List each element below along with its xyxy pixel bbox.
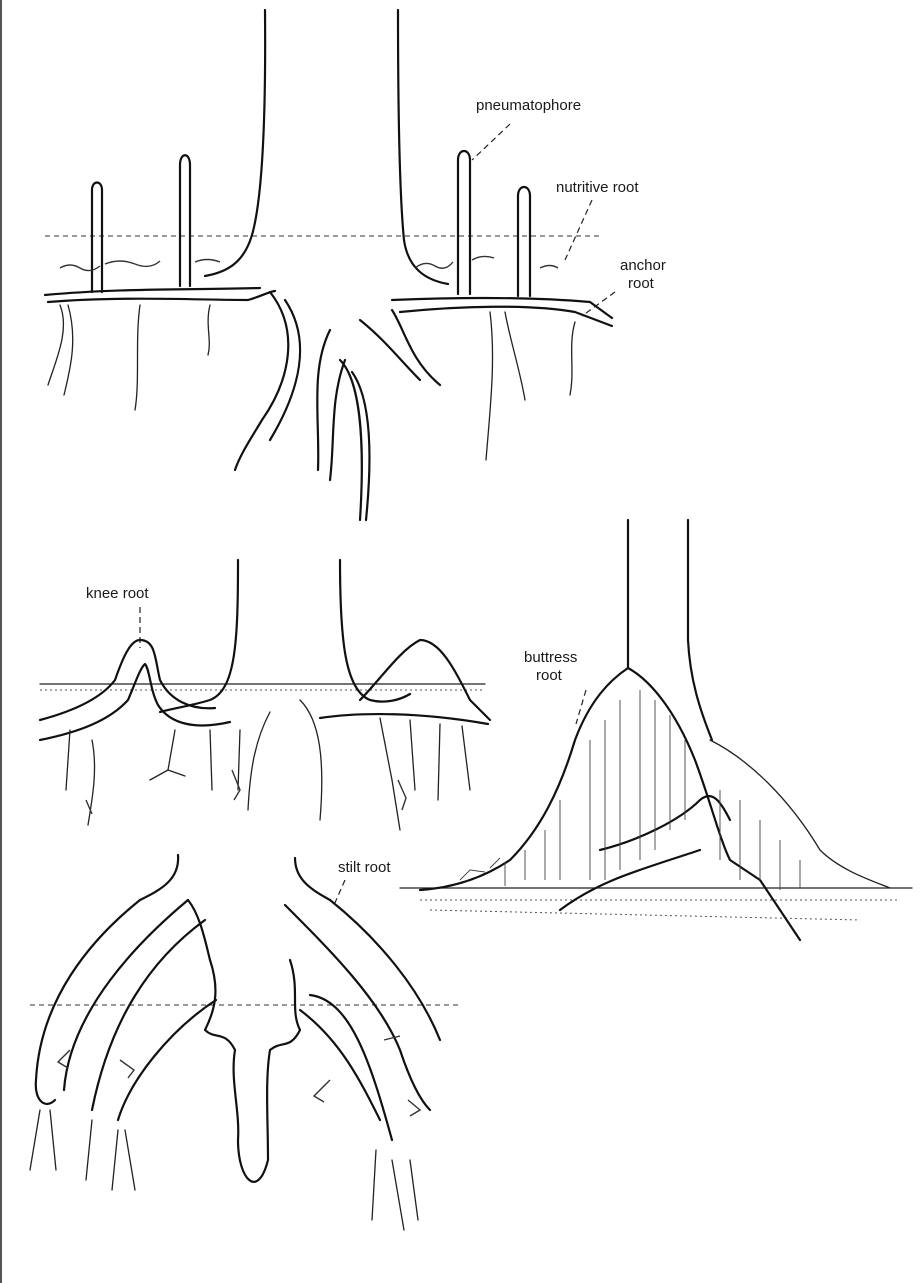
label-buttress-root-line2: root bbox=[536, 667, 563, 684]
label-knee-root: knee root bbox=[86, 585, 149, 602]
stilt-root-panel bbox=[30, 855, 460, 1230]
scan-edge bbox=[0, 0, 2, 1283]
label-anchor-root-line2: root bbox=[628, 275, 655, 292]
label-nutritive-root: nutritive root bbox=[556, 179, 639, 196]
label-stilt-root: stilt root bbox=[338, 859, 391, 876]
pneumatophore-panel bbox=[45, 10, 615, 520]
label-buttress-root-line1: buttress bbox=[524, 649, 577, 666]
label-pneumatophore: pneumatophore bbox=[476, 97, 581, 114]
buttress-root-panel bbox=[400, 520, 912, 940]
label-anchor-root-line1: anchor bbox=[620, 257, 666, 274]
